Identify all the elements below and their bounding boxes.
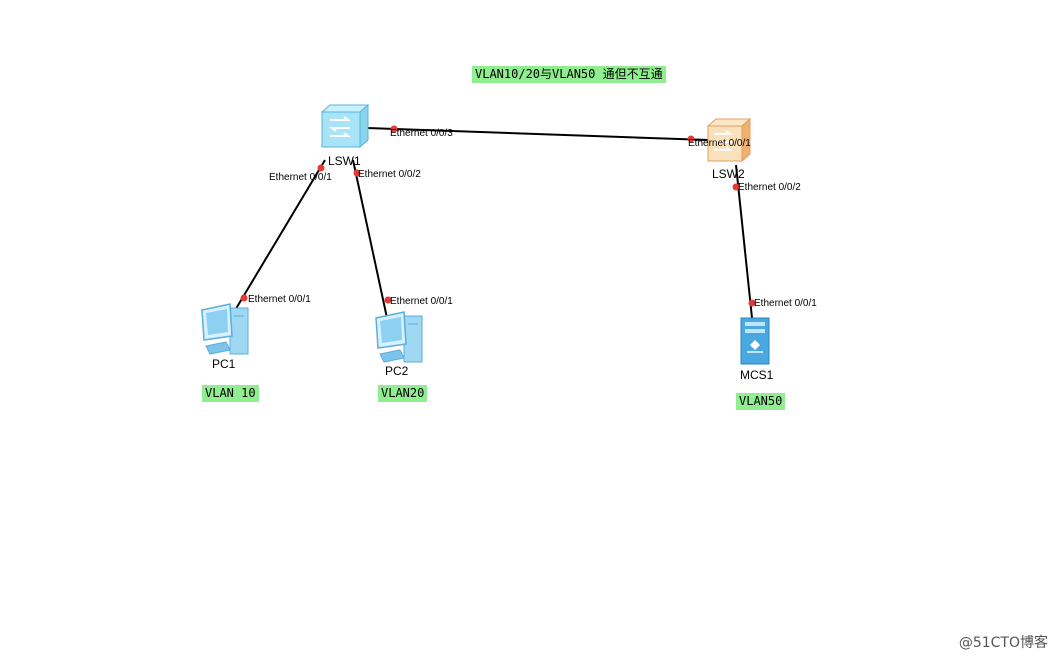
link-lsw1-pc1[interactable] xyxy=(233,159,326,313)
port-dot-pc2-e001[interactable] xyxy=(384,296,392,304)
port-label-mcs1-e001: Ethernet 0/0/1 xyxy=(754,298,817,309)
port-dot-lsw2-e001[interactable] xyxy=(687,135,695,143)
mcs1-label: MCS1 xyxy=(740,368,774,382)
link-lsw1-pc2[interactable] xyxy=(352,159,388,319)
mcs1-server-icon[interactable] xyxy=(740,317,770,365)
watermark: @51CTO博客 xyxy=(958,635,1048,651)
lsw2-switch-icon[interactable] xyxy=(706,117,752,163)
vlan-note-pc1: VLAN 10 xyxy=(202,385,259,402)
port-label-lsw1-e001: Ethernet 0/0/1 xyxy=(269,172,332,183)
port-label-pc2-e001: Ethernet 0/0/1 xyxy=(390,296,453,307)
lsw1-switch-icon[interactable] xyxy=(320,103,370,149)
port-label-lsw2-e002: Ethernet 0/0/2 xyxy=(738,182,801,193)
link-lsw1-lsw2[interactable] xyxy=(365,127,709,141)
port-dot-lsw2-e002[interactable] xyxy=(732,183,740,191)
pc2-label: PC2 xyxy=(385,364,409,378)
lsw2-label: LSW2 xyxy=(712,167,745,181)
port-label-lsw1-e002: Ethernet 0/0/2 xyxy=(358,169,421,180)
port-dot-lsw1-e003[interactable] xyxy=(390,125,398,133)
port-dot-pc1-e001[interactable] xyxy=(240,294,248,302)
port-label-lsw2-e001: Ethernet 0/0/1 xyxy=(688,138,751,149)
vlan-note-mcs1: VLAN50 xyxy=(736,393,786,410)
port-dot-lsw1-e002[interactable] xyxy=(353,169,361,177)
pc1-computer-icon[interactable] xyxy=(201,303,249,355)
pc2-computer-icon[interactable] xyxy=(375,311,423,363)
link-lsw2-mcs1[interactable] xyxy=(735,164,753,319)
lsw1-label: LSW1 xyxy=(328,154,361,168)
port-label-lsw1-e003: Ethernet 0/0/3 xyxy=(390,128,453,139)
port-dot-lsw1-e001[interactable] xyxy=(317,164,325,172)
pc1-label: PC1 xyxy=(212,357,236,371)
port-label-pc1-e001: Ethernet 0/0/1 xyxy=(248,294,311,305)
port-dot-mcs1-e001[interactable] xyxy=(748,299,756,307)
title-note: VLAN10/20与VLAN50 通但不互通 xyxy=(472,66,666,83)
vlan-note-pc2: VLAN20 xyxy=(378,385,428,402)
